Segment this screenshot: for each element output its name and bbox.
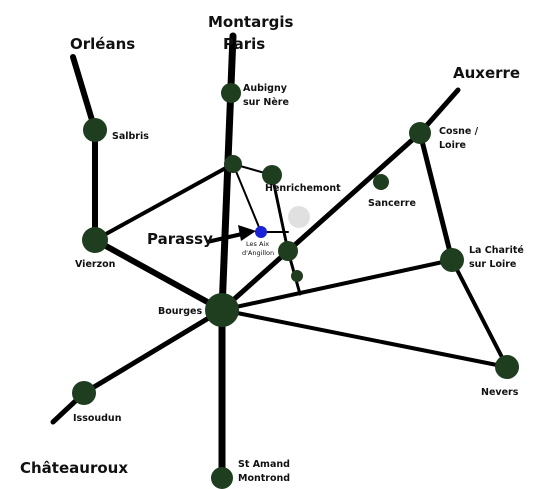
road-lacharite-nevers bbox=[450, 258, 509, 369]
town-vierzon[interactable] bbox=[82, 227, 108, 253]
label-aubigny-line1: Aubigny bbox=[243, 83, 288, 94]
road-bourges-nevers bbox=[220, 308, 509, 369]
label-paris: Paris bbox=[223, 35, 265, 53]
label-stamand-line1: St Amand bbox=[238, 459, 290, 470]
label-issoudun: Issoudun bbox=[73, 413, 122, 424]
road-bourges-issoudun bbox=[81, 307, 225, 396]
label-bourges: Bourges bbox=[158, 306, 202, 317]
label-montargis: Montargis bbox=[208, 13, 293, 31]
label-henrichemont: Henrichemont bbox=[265, 183, 341, 194]
label-salbris: Salbris bbox=[112, 131, 149, 142]
label-cosne-line2: Loire bbox=[439, 140, 466, 151]
label-nevers: Nevers bbox=[481, 387, 519, 398]
town-aubigny[interactable] bbox=[221, 83, 241, 103]
town-henrichemont[interactable] bbox=[262, 165, 282, 185]
town-issoudun[interactable] bbox=[72, 381, 96, 405]
town-nevers[interactable] bbox=[495, 355, 519, 379]
road-bourges-cosne bbox=[219, 130, 423, 313]
label-aubigny-line2: sur Nère bbox=[243, 97, 289, 108]
town-bourges[interactable] bbox=[205, 293, 239, 327]
road-henrichemont-south bbox=[270, 173, 290, 253]
label-lesaix-line2: d'Angillon bbox=[242, 249, 274, 257]
location-dot-icon[interactable] bbox=[255, 226, 267, 238]
label-parassy: Parassy bbox=[147, 230, 213, 248]
town-salbris[interactable] bbox=[83, 118, 107, 142]
road-orleans-salbris bbox=[70, 54, 98, 133]
label-auxerre: Auxerre bbox=[453, 64, 520, 82]
arrow-right-icon bbox=[206, 225, 256, 244]
road-junction-lesaix bbox=[232, 163, 262, 233]
label-cosne-line1: Cosne / bbox=[439, 126, 479, 137]
town-small-node bbox=[291, 270, 303, 282]
town-lesaix-node bbox=[278, 241, 298, 261]
town-sancerre[interactable] bbox=[373, 174, 389, 190]
town-cosne[interactable] bbox=[409, 122, 431, 144]
label-stamand-line2: Montrond bbox=[238, 473, 290, 484]
ghost-marker bbox=[288, 206, 310, 228]
town-stamand[interactable] bbox=[211, 467, 233, 489]
label-lacharite-line2: sur Loire bbox=[469, 259, 516, 270]
road-cosne-lacharite bbox=[417, 130, 455, 263]
town-lacharite[interactable] bbox=[440, 248, 464, 272]
label-orleans: Orléans bbox=[70, 35, 135, 53]
label-sancerre: Sancerre bbox=[368, 198, 416, 209]
label-lacharite-line1: La Charité bbox=[469, 245, 524, 256]
towns bbox=[72, 83, 519, 489]
road-montargis-bourges bbox=[218, 32, 237, 314]
road-vierzon-junction bbox=[93, 162, 235, 242]
label-vierzon: Vierzon bbox=[75, 259, 116, 270]
town-junction bbox=[224, 155, 242, 173]
road-bourges-lacharite bbox=[220, 258, 454, 312]
label-chateauroux: Châteauroux bbox=[20, 459, 128, 477]
label-lesaix-line1: Les Aix bbox=[246, 240, 269, 248]
road-vierzon-bourges bbox=[92, 237, 225, 313]
